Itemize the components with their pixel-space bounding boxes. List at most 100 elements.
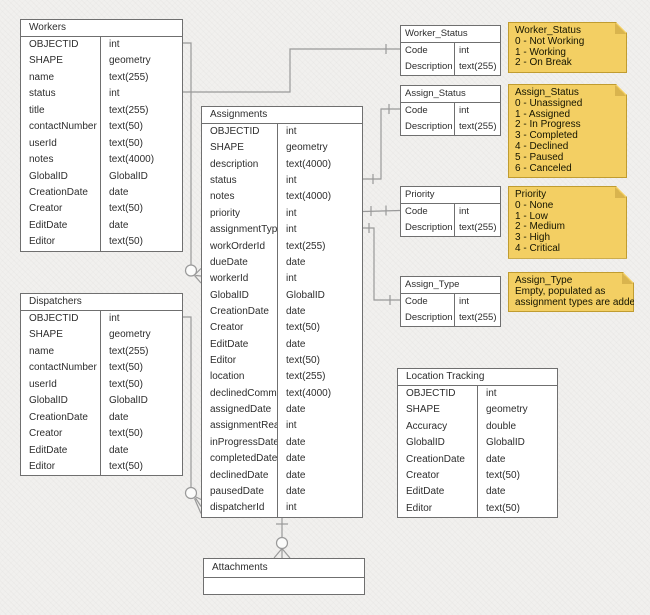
note-line: assignment types are added bbox=[515, 296, 641, 308]
field-name: OBJECTID bbox=[21, 37, 101, 54]
field-name: status bbox=[202, 173, 278, 190]
table-row: userId text(50) bbox=[21, 376, 182, 394]
zero-or-many-circle-icon bbox=[184, 486, 198, 500]
table-row: Editor text(50) bbox=[398, 500, 557, 518]
table-row: GlobalID GlobalID bbox=[21, 168, 182, 185]
field-name: Creator bbox=[398, 467, 478, 485]
field-type: text(4000) bbox=[109, 154, 155, 166]
table-row: EditDate date bbox=[202, 336, 362, 354]
field-name: notes bbox=[202, 189, 278, 206]
field-type: int bbox=[109, 88, 120, 100]
table-row: contactNumber text(50) bbox=[21, 360, 182, 377]
field-name: declinedComment bbox=[202, 385, 278, 403]
connector-workers-assignments-workerid bbox=[183, 42, 202, 284]
field-type: date bbox=[109, 219, 129, 231]
field-name: assignedDate bbox=[202, 402, 278, 419]
field-name: OBJECTID bbox=[398, 386, 478, 403]
field-type: date bbox=[486, 453, 506, 465]
field-name: Editor bbox=[21, 234, 101, 251]
field-name: Code bbox=[401, 103, 455, 119]
table-row: declinedComment text(4000) bbox=[202, 385, 362, 403]
crow-foot-icon bbox=[194, 268, 202, 284]
table-row: Code int bbox=[401, 294, 500, 310]
note-line: 3 - High bbox=[515, 232, 551, 244]
field-name: EditDate bbox=[398, 484, 478, 501]
table-rows: Code int Description text(255) bbox=[401, 43, 500, 75]
field-type: text(4000) bbox=[286, 191, 332, 203]
table-rows: OBJECTID int SHAPE geometry Accuracy dou… bbox=[398, 386, 557, 518]
zero-or-many-circle-icon bbox=[275, 536, 289, 550]
table-attachments: Attachments bbox=[203, 558, 365, 595]
field-type: date bbox=[286, 256, 306, 268]
connector-assignments-assigntype bbox=[363, 223, 400, 305]
field-name: OBJECTID bbox=[21, 311, 101, 328]
field-type: date bbox=[286, 436, 306, 448]
field-type: double bbox=[486, 420, 517, 432]
field-type: date bbox=[109, 444, 129, 456]
table-title: Worker_Status bbox=[401, 26, 500, 43]
field-name: CreationDate bbox=[202, 303, 278, 321]
field-type: GlobalID bbox=[109, 395, 148, 407]
table-row: Editor text(50) bbox=[202, 353, 362, 370]
note-line: 0 - Unassigned bbox=[515, 97, 583, 109]
table-rows: Code int Description text(255) bbox=[401, 103, 500, 135]
field-type: geometry bbox=[109, 329, 151, 341]
field-name: EditDate bbox=[21, 442, 101, 459]
table-row: CreationDate date bbox=[21, 409, 182, 427]
table-row: Code int bbox=[401, 43, 500, 59]
field-type: int bbox=[286, 224, 297, 236]
field-name: CreationDate bbox=[21, 409, 101, 427]
table-row: status int bbox=[21, 86, 182, 103]
field-type: text(4000) bbox=[286, 158, 332, 170]
note-line: Empty, populated as bbox=[515, 285, 606, 297]
field-type: int bbox=[286, 175, 297, 187]
table-row: Editor text(50) bbox=[21, 234, 182, 251]
note-line: 6 - Canceled bbox=[515, 162, 572, 174]
field-name: contactNumber bbox=[21, 119, 101, 136]
table-row: Creator text(50) bbox=[21, 426, 182, 443]
field-name: GlobalID bbox=[202, 287, 278, 304]
table-worker-status: Worker_Status Code int Description text(… bbox=[400, 25, 501, 76]
field-name: status bbox=[21, 86, 101, 103]
table-row: GlobalID GlobalID bbox=[202, 287, 362, 304]
field-name: Editor bbox=[202, 353, 278, 370]
field-name: name bbox=[21, 69, 101, 87]
table-title: Assign_Status bbox=[401, 86, 500, 103]
field-type: text(255) bbox=[286, 371, 326, 383]
table-row: SHAPE geometry bbox=[21, 327, 182, 344]
field-name: CreationDate bbox=[398, 451, 478, 468]
table-row: assignedDate date bbox=[202, 402, 362, 419]
field-type: date bbox=[286, 404, 306, 416]
field-name: name bbox=[21, 343, 101, 361]
field-name: SHAPE bbox=[202, 140, 278, 157]
field-type: geometry bbox=[486, 404, 528, 416]
folded-corner-icon bbox=[615, 85, 626, 96]
table-row: Creator text(50) bbox=[202, 320, 362, 337]
table-row: OBJECTID int bbox=[21, 37, 182, 54]
connector-dispatchers-assignments-dispatcherid bbox=[183, 316, 202, 514]
field-name: EditDate bbox=[202, 336, 278, 354]
field-name: SHAPE bbox=[398, 402, 478, 419]
field-type: date bbox=[109, 411, 129, 423]
field-type: date bbox=[109, 186, 129, 198]
table-row: description text(4000) bbox=[202, 156, 362, 174]
note-line: 1 - Assigned bbox=[515, 108, 571, 120]
field-name: CreationDate bbox=[21, 184, 101, 202]
table-row: CreationDate date bbox=[21, 184, 182, 202]
field-name: userId bbox=[21, 376, 101, 394]
note-line: 5 - Paused bbox=[515, 151, 564, 163]
table-title: Priority bbox=[401, 187, 500, 204]
table-row: assignmentType int bbox=[202, 222, 362, 239]
table-row: CreationDate date bbox=[202, 303, 362, 321]
field-name: description bbox=[202, 156, 278, 174]
note-line: 0 - None bbox=[515, 199, 554, 211]
field-type: text(255) bbox=[286, 240, 326, 252]
field-type: text(4000) bbox=[286, 387, 332, 399]
table-row: workOrderId text(255) bbox=[202, 238, 362, 255]
field-type: int bbox=[286, 273, 297, 285]
field-type: text(50) bbox=[109, 203, 143, 215]
note-title: Assign_Status bbox=[515, 87, 579, 98]
